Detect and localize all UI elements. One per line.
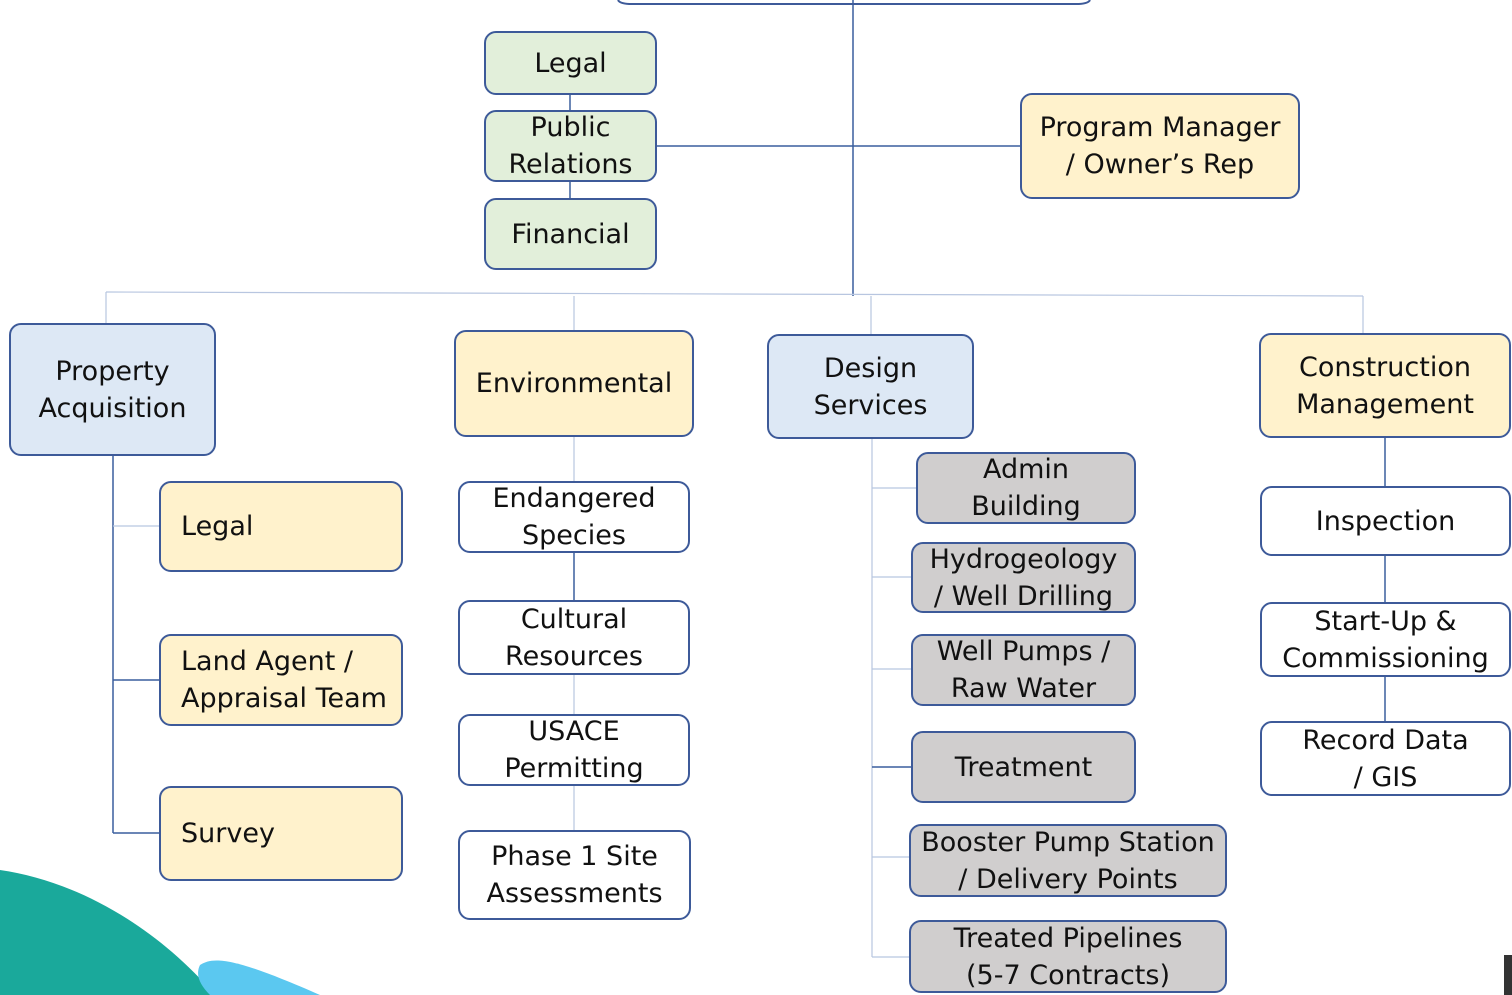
cultural-resources-box: Cultural Resources (458, 600, 690, 675)
environmental-label: Environmental (475, 368, 673, 399)
legal-label: Legal (534, 47, 607, 79)
legal-box: Legal (484, 31, 657, 95)
property-legal-label: Legal (181, 511, 254, 542)
property-legal-box: Legal (159, 481, 403, 572)
dark-corner-tab (1504, 955, 1512, 995)
usace-permitting-box: USACE Permitting (458, 714, 690, 786)
startup-commissioning-label: Start-Up & Commissioning (1282, 605, 1489, 674)
treatment-label: Treatment (954, 751, 1093, 783)
inspection-box: Inspection (1260, 486, 1511, 556)
admin-building-box: Admin Building (916, 452, 1136, 524)
program-manager-label: Program Manager / Owner’s Rep (1039, 112, 1281, 180)
cultural-resources-label: Cultural Resources (505, 603, 643, 672)
financial-label: Financial (511, 218, 630, 250)
endangered-species-box: Endangered Species (458, 481, 690, 553)
record-data-gis-box: Record Data / GIS (1260, 721, 1511, 796)
design-services-label: Design Services (813, 352, 928, 421)
survey-box: Survey (159, 786, 403, 881)
well-pumps-box: Well Pumps / Raw Water (911, 634, 1136, 706)
treated-pipelines-label: Treated Pipelines (5-7 Contracts) (953, 922, 1183, 991)
public-relations-box: Public Relations (484, 110, 657, 182)
startup-commissioning-box: Start-Up & Commissioning (1260, 602, 1511, 677)
hydrogeology-label: Hydrogeology / Well Drilling (929, 543, 1118, 612)
property-acquisition-box: Property Acquisition (9, 323, 216, 456)
inspection-label: Inspection (1315, 505, 1456, 537)
construction-management-box: Construction Management (1259, 333, 1511, 438)
public-relations-label: Public Relations (508, 112, 633, 180)
usace-permitting-label: USACE Permitting (504, 716, 644, 784)
treated-pipelines-box: Treated Pipelines (5-7 Contracts) (909, 920, 1227, 993)
booster-pump-station-label: Booster Pump Station / Delivery Points (921, 826, 1215, 895)
land-agent-box: Land Agent / Appraisal Team (159, 634, 403, 726)
record-data-gis-label: Record Data / GIS (1302, 724, 1469, 793)
environmental-box: Environmental (454, 330, 694, 437)
property-acquisition-label: Property Acquisition (38, 355, 187, 424)
construction-management-label: Construction Management (1296, 351, 1474, 420)
phase1-site-assessments-box: Phase 1 Site Assessments (458, 830, 691, 920)
financial-box: Financial (484, 198, 657, 270)
design-services-box: Design Services (767, 334, 974, 439)
program-manager-box: Program Manager / Owner’s Rep (1020, 93, 1300, 199)
treatment-box: Treatment (911, 731, 1136, 803)
booster-pump-station-box: Booster Pump Station / Delivery Points (909, 824, 1227, 897)
hydrogeology-box: Hydrogeology / Well Drilling (911, 542, 1136, 613)
survey-label: Survey (181, 818, 275, 849)
well-pumps-label: Well Pumps / Raw Water (936, 636, 1111, 704)
admin-building-label: Admin Building (971, 454, 1081, 522)
teal-wave-shape (0, 870, 215, 995)
endangered-species-label: Endangered Species (492, 483, 656, 551)
phase1-site-assessments-label: Phase 1 Site Assessments (486, 841, 663, 909)
land-agent-label: Land Agent / Appraisal Team (181, 646, 387, 714)
light-blue-wave-shape (198, 960, 320, 995)
